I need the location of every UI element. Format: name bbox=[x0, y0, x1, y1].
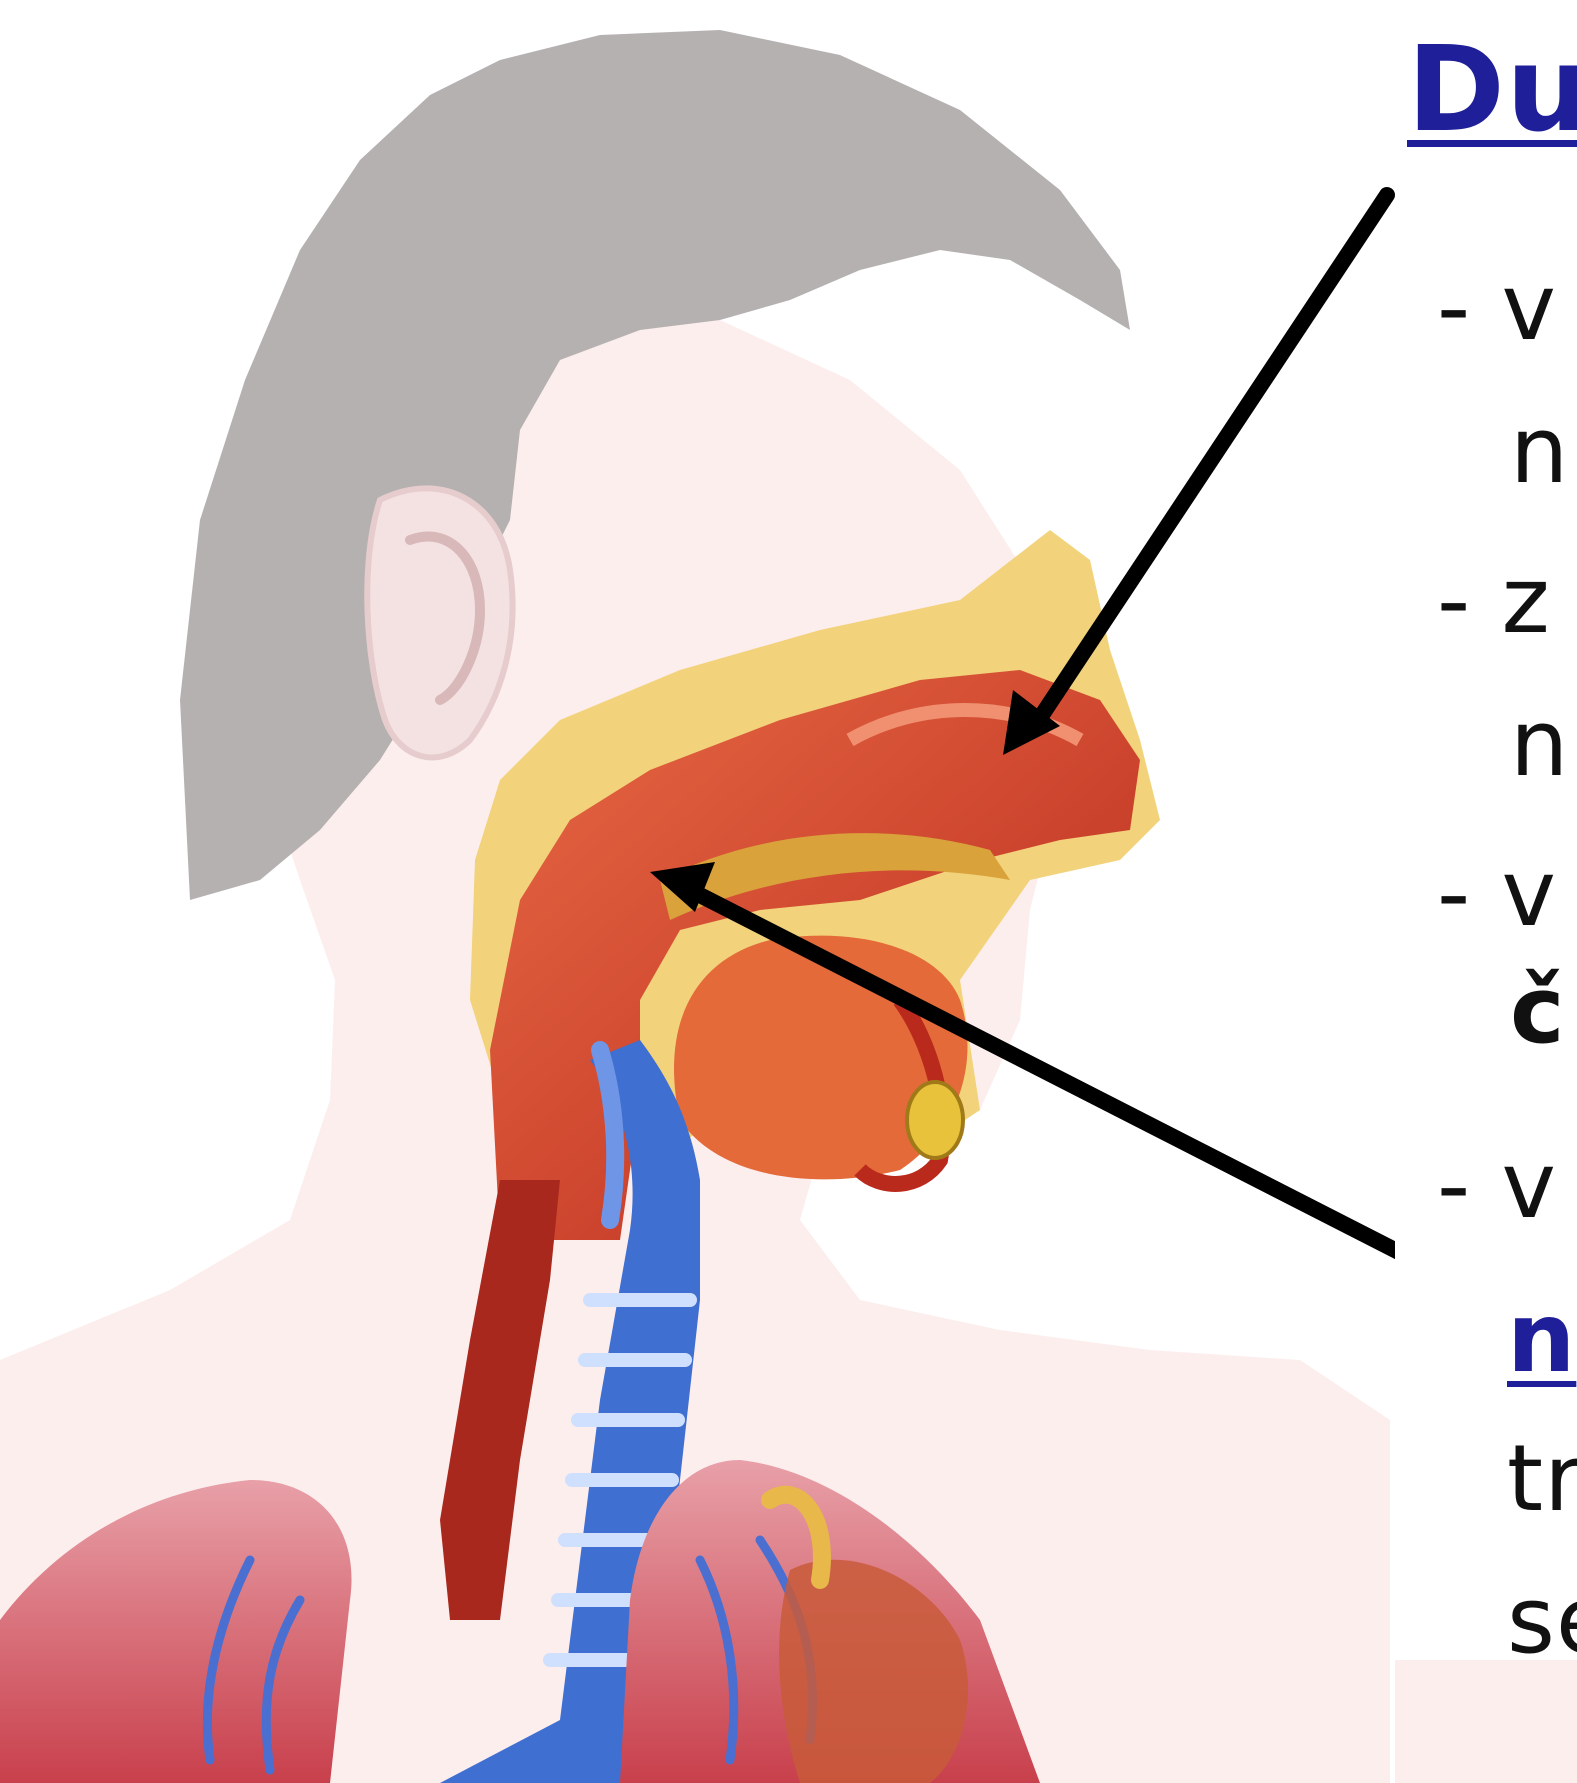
text-line-2: se bbox=[1507, 1575, 1577, 1667]
bullet-1: - v bbox=[1437, 262, 1557, 354]
bullet-1-continued: n bbox=[1510, 405, 1569, 497]
text-panel bbox=[1395, 0, 1577, 1660]
chin-gland bbox=[907, 1082, 963, 1158]
slide-heading: Du bbox=[1407, 30, 1577, 148]
subheading: n bbox=[1507, 1290, 1576, 1386]
bullet-2-continued: n bbox=[1510, 698, 1569, 790]
bullet-3-continued: č bbox=[1510, 965, 1566, 1057]
bullet-3: - v bbox=[1437, 848, 1557, 940]
text-line-1: tr bbox=[1507, 1433, 1577, 1525]
bullet-2: - z bbox=[1437, 555, 1551, 647]
bullet-4: - v bbox=[1437, 1140, 1557, 1232]
